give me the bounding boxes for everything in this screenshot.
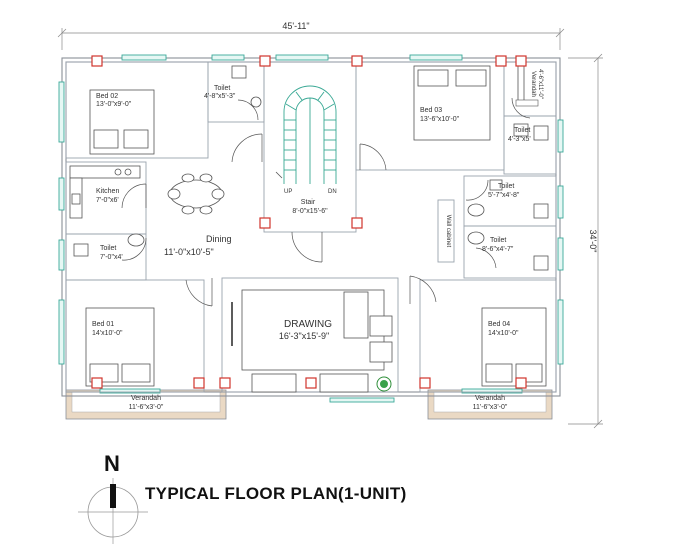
bed-03-furniture bbox=[413, 65, 491, 141]
dining-name: Dining bbox=[206, 234, 232, 244]
kitchen-name: Kitchen bbox=[96, 188, 119, 195]
bed-01-furniture bbox=[85, 307, 155, 387]
toilet-top-size: 4'-8"x5'-3" bbox=[204, 93, 236, 100]
toilet-mid-name: Toilet bbox=[498, 183, 514, 190]
windows bbox=[58, 54, 564, 403]
width-label: 45'-11" bbox=[282, 21, 309, 31]
stair-up: UP bbox=[284, 189, 292, 195]
verandah-left-size: 11'-6"x3'-0" bbox=[129, 404, 164, 411]
stair-size: 8'-0"x15'-6" bbox=[292, 208, 328, 215]
toilet-left-name: Toilet bbox=[100, 245, 116, 252]
bed03-size: 13'-6"x10'-0" bbox=[420, 116, 460, 123]
toilet-mid-size: 5'-7"x4'-8" bbox=[488, 192, 520, 199]
bed04-name: Bed 04 bbox=[488, 321, 510, 328]
sanitary-fittings bbox=[73, 65, 549, 271]
bed04-size: 14'x10'-0" bbox=[488, 330, 519, 337]
bed03-name: Bed 03 bbox=[420, 107, 442, 114]
kitchen-size: 7'-0"x6' bbox=[96, 197, 119, 204]
bed-04-furniture bbox=[481, 307, 547, 387]
wall-cabinet-name: Wall cabinet bbox=[445, 215, 451, 248]
width-dimension: 45'-11" bbox=[57, 21, 565, 50]
bed02-size: 13'-0"x9'-0" bbox=[96, 101, 132, 108]
north-arrow bbox=[78, 478, 148, 544]
verandah-side-name: Verandah bbox=[530, 71, 536, 97]
verandah-right-size: 11'-6"x3'-0" bbox=[473, 404, 508, 411]
dining-size: 11'-0"x10'-5" bbox=[164, 247, 214, 257]
verandah-side-size: 4'-6"x11'-0" bbox=[537, 69, 543, 99]
structural-columns bbox=[91, 55, 527, 389]
verandah-left-name: Verandah bbox=[131, 395, 161, 402]
depth-label: 34'-0" bbox=[588, 230, 598, 253]
bed01-name: Bed 01 bbox=[92, 321, 114, 328]
stair-name: Stair bbox=[301, 199, 316, 206]
interior-walls bbox=[65, 61, 557, 393]
toilet-mid2-name: Toilet bbox=[490, 237, 506, 244]
depth-dimension: 34'-0" bbox=[568, 53, 603, 429]
room-labels: Bed 02 13'-0"x9'-0" Toilet 4'-8"x5'-3" B… bbox=[92, 69, 543, 411]
drawing-room-furniture bbox=[231, 289, 393, 393]
toilet-right-size: 4'-3"x5' bbox=[508, 136, 531, 143]
toilet-left-size: 7'-0"x4' bbox=[100, 254, 123, 261]
stair-dn: DN bbox=[328, 189, 337, 195]
bed-02-furniture bbox=[89, 89, 155, 155]
toilet-top-name: Toilet bbox=[214, 85, 230, 92]
drawing-name: DRAWING bbox=[284, 319, 332, 330]
door-swings bbox=[121, 97, 531, 307]
kitchen-counter bbox=[69, 165, 141, 219]
drawing-caption: TYPICAL FLOOR PLAN(1-UNIT) bbox=[145, 484, 407, 503]
verandah-right-name: Verandah bbox=[475, 395, 505, 402]
stair-flight bbox=[275, 85, 337, 184]
bed01-size: 14'x10'-0" bbox=[92, 330, 123, 337]
toilet-right-name: Toilet bbox=[514, 127, 530, 134]
north-label: N bbox=[104, 451, 120, 476]
drawing-size: 16'-3"x15'-9" bbox=[279, 331, 329, 341]
dining-table bbox=[167, 173, 225, 215]
bed02-name: Bed 02 bbox=[96, 93, 118, 100]
toilet-mid2-size: 8'-6"x4'-7" bbox=[482, 246, 514, 253]
